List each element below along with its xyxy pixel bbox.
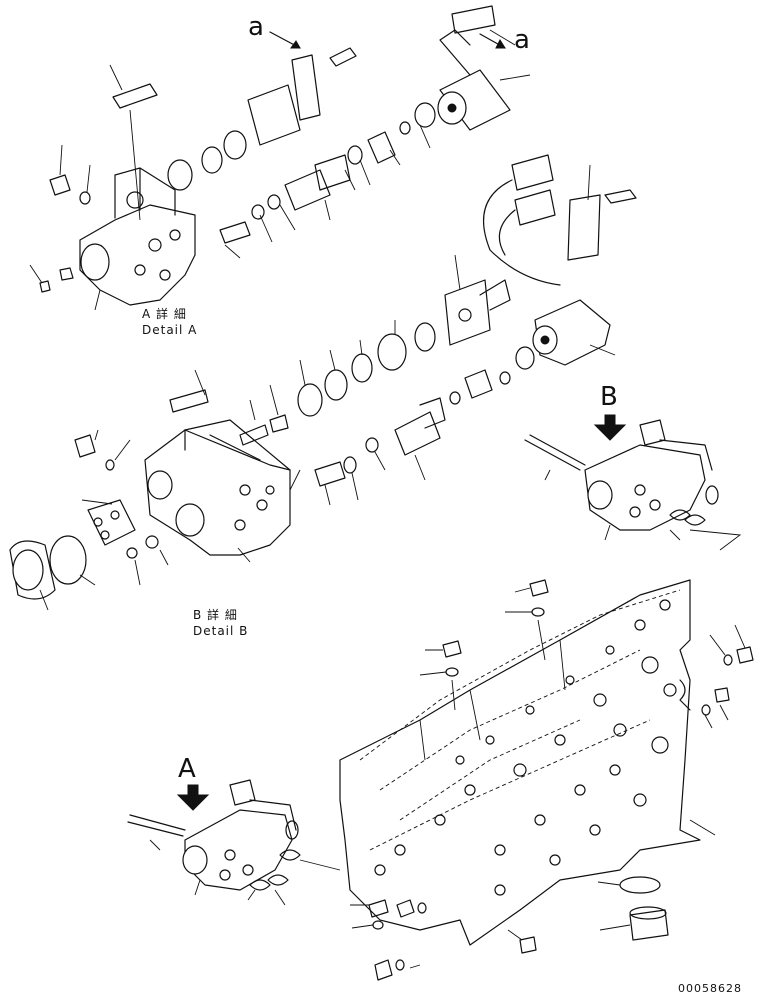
main-valve-body <box>339 579 754 981</box>
ref-arrowhead-a-top <box>290 40 301 49</box>
detail-b-title-en: Detail B <box>193 624 249 638</box>
detail-b-assembly <box>9 369 461 611</box>
detail-a-title-jp: A 詳 細 <box>142 307 187 321</box>
view-b-assembly <box>524 414 742 551</box>
view-a-assembly <box>127 779 341 906</box>
ref-arrowhead-a-connector <box>495 38 506 49</box>
ref-label-a-connector: a <box>514 25 530 55</box>
detail-b-title-jp: B 詳 細 <box>193 608 238 622</box>
detail-a-title-en: Detail A <box>142 323 198 337</box>
drawing-number: 00058628 <box>678 982 742 995</box>
ref-label-a-top: a <box>248 12 264 42</box>
view-label-a: A <box>178 754 196 784</box>
detail-a-assembly <box>29 5 531 311</box>
solenoid-group-upper-right <box>297 154 637 417</box>
view-label-b: B <box>600 382 618 412</box>
